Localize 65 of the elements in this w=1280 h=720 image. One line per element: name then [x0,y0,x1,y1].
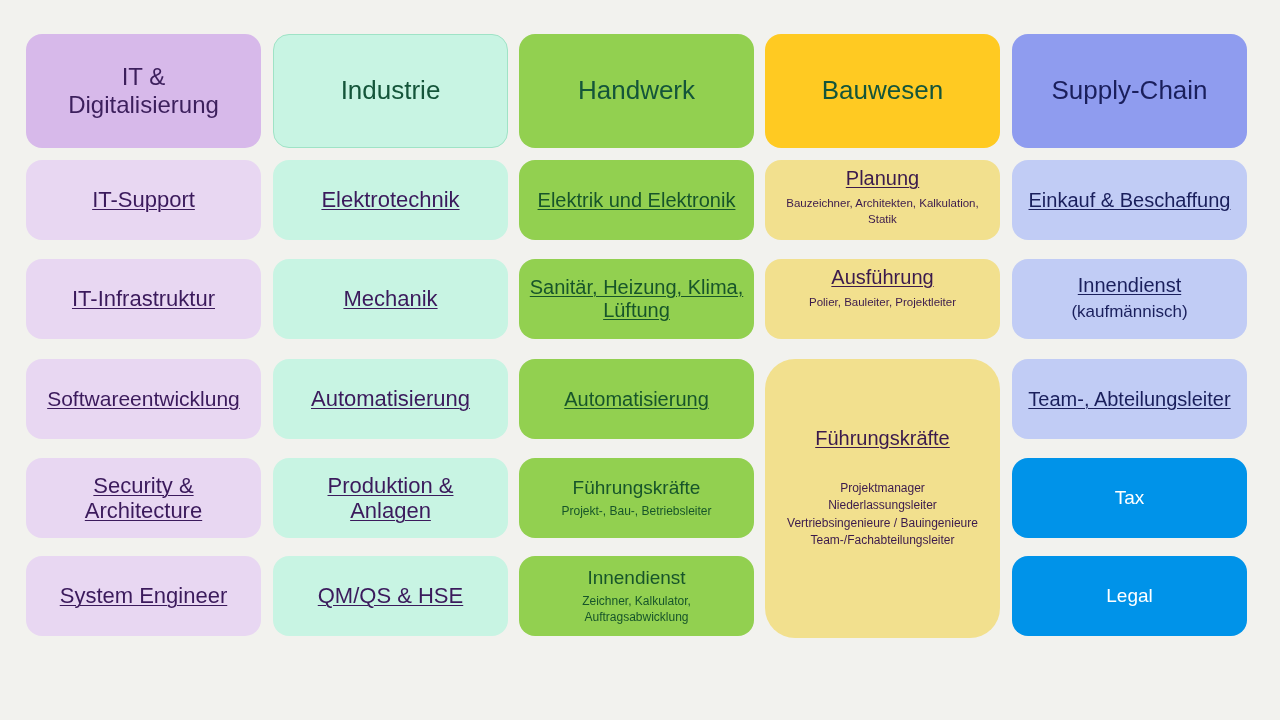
role-list: Zeichner, Kalkulator, Auftragsabwicklung [561,592,712,626]
field-link: Softwareentwicklung [47,386,240,412]
field-link: Sanitär, Heizung, Klima, Lüftung [528,276,745,322]
field-card [26,556,261,636]
category-title: Handwerk [577,76,696,106]
field-card [273,556,508,636]
category-title: IT & Digitalisierung [67,63,220,119]
field-card [519,458,754,538]
category-card [765,34,1000,148]
category-title: Supply-Chain [1051,76,1208,106]
field-card [273,259,508,339]
field-title: Tax [1114,487,1145,509]
field-link: System Engineer [59,583,228,609]
field-link: Innendienst [1077,274,1182,298]
role-list: Team-/Fachabteilungsleiter [810,531,955,548]
field-card [26,458,261,538]
role-list: Projektmanager [840,480,925,497]
field-card [1012,359,1247,439]
field-link: Team-, Abteilungsleiter [1028,387,1231,411]
field-link: QM/QS & HSE [317,583,464,609]
field-link: Produktion & Anlagen [326,472,455,524]
field-card [765,160,1000,240]
field-link: Planung [845,167,920,190]
field-card [1012,556,1247,636]
category-card [273,34,508,148]
field-link: Mechanik [343,286,438,312]
field-title: Innendienst [587,566,686,589]
field-link: Automatisierung [311,386,470,412]
category-card [26,34,261,148]
field-card [273,458,508,538]
field-card [1012,160,1247,240]
field-link: IT-Infrastruktur [71,286,215,312]
field-link: Security & Architecture [83,472,204,524]
field-link: Einkauf & Beschaffung [1028,188,1231,212]
field-card [26,359,261,439]
category-card [519,34,754,148]
category-card [1012,34,1247,148]
field-card [519,556,754,636]
field-title: Legal [1106,585,1153,607]
field-link: Ausführung [831,266,934,289]
field-card [765,259,1000,339]
field-link: Elektrotechnik [321,187,460,213]
field-card [519,359,754,439]
field-note: (kaufmännisch) [1071,301,1188,324]
role-list: Polier, Bauleiter, Projektleiter [809,295,956,311]
field-link: Automatisierung [564,387,709,411]
role-list: Projekt-, Bau-, Betriebsleiter [561,502,712,519]
field-card [765,359,1000,638]
category-title: Industrie [340,76,441,106]
field-link: IT-Support [92,187,195,213]
field-title: Führungskräfte [572,477,701,499]
field-link: Elektrik und Elektronik [537,188,736,212]
field-card [1012,458,1247,538]
field-card [273,160,508,240]
field-card [519,259,754,339]
field-card [1012,259,1247,339]
field-link: Führungskräfte [815,427,950,451]
field-card [26,160,261,240]
role-list: Bauzeichner, Architekten, Kalkulation, Statik [775,196,990,228]
field-card [26,259,261,339]
category-title: Bauwesen [821,76,944,106]
role-list: Niederlassungsleiter [828,497,937,514]
field-card [519,160,754,240]
role-list: Vertriebsingenieure / Bauingenieure [787,514,978,531]
field-card [273,359,508,439]
